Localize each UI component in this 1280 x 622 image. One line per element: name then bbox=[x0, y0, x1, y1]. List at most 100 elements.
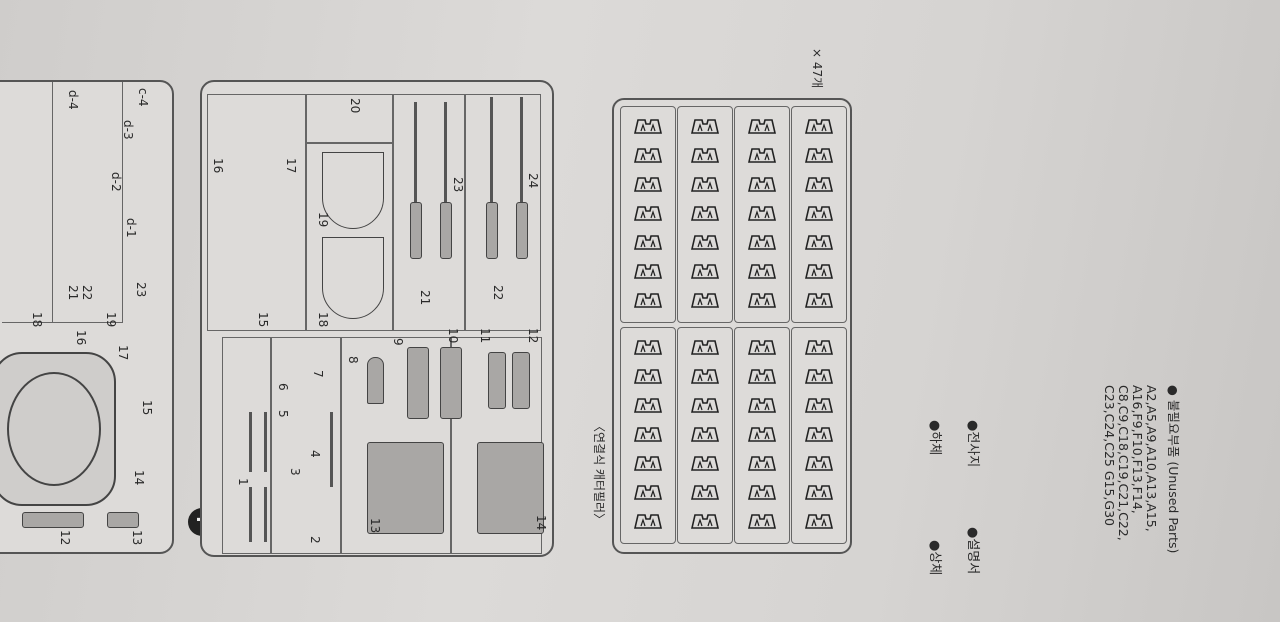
part-number: 24 bbox=[526, 173, 540, 189]
part-number: 9 bbox=[391, 338, 405, 346]
gun-body bbox=[410, 202, 422, 259]
unused-parts-line: A16,F9,F10,F13,F14, bbox=[1130, 385, 1145, 514]
track-strip-part bbox=[22, 512, 84, 528]
unused-parts-line: A2,A5,A9,A10,A13,A15, bbox=[1144, 385, 1159, 532]
track-link bbox=[804, 512, 834, 530]
track-link bbox=[804, 483, 834, 501]
track-link bbox=[804, 262, 834, 280]
part-number: 3 bbox=[288, 468, 302, 476]
track-link bbox=[690, 483, 720, 501]
part-8 bbox=[367, 357, 384, 404]
track-link bbox=[690, 233, 720, 251]
track-link bbox=[633, 262, 663, 280]
track-link bbox=[747, 512, 777, 530]
part-number: 20 bbox=[348, 98, 362, 114]
part-number: 8 bbox=[346, 356, 360, 364]
part-number: 1 bbox=[236, 478, 250, 486]
track-column bbox=[791, 327, 847, 544]
part-label: 12 bbox=[58, 530, 72, 546]
track-link bbox=[633, 396, 663, 414]
part-number: 17 bbox=[284, 158, 298, 174]
unused-parts-title: ● 불필요부품 (Unused Parts) bbox=[1166, 385, 1181, 554]
track-link bbox=[633, 483, 663, 501]
part-label: 15 bbox=[140, 400, 154, 416]
rod-part bbox=[249, 412, 252, 472]
track-link bbox=[804, 146, 834, 164]
part-11 bbox=[488, 352, 506, 409]
track-link bbox=[804, 233, 834, 251]
track-link bbox=[747, 338, 777, 356]
part-number: 15 bbox=[256, 312, 270, 328]
checklist-item-upper-hull: ●상체 bbox=[927, 540, 942, 576]
track-link bbox=[747, 367, 777, 385]
track-link bbox=[804, 117, 834, 135]
part-label: 18 bbox=[30, 312, 44, 328]
track-link bbox=[690, 367, 720, 385]
track-link bbox=[747, 454, 777, 472]
sprue-cell bbox=[2, 82, 53, 322]
track-link bbox=[690, 262, 720, 280]
part-label: d-4 bbox=[66, 90, 80, 110]
part-number: 6 bbox=[276, 383, 290, 391]
track-link bbox=[804, 204, 834, 222]
part-number: 22 bbox=[491, 285, 505, 301]
sprue-cell bbox=[464, 94, 541, 331]
part-number: 18 bbox=[316, 312, 330, 328]
part-number: 2 bbox=[308, 536, 322, 544]
track-link bbox=[804, 454, 834, 472]
part-number: 12 bbox=[526, 328, 540, 344]
track-link bbox=[747, 117, 777, 135]
track-link bbox=[633, 204, 663, 222]
track-sprue bbox=[612, 98, 852, 554]
rod-part bbox=[264, 412, 267, 472]
unused-parts-line: C8,C9,C18,C19,C21,C22, bbox=[1116, 385, 1131, 541]
gun-body bbox=[440, 202, 452, 259]
gun-barrel-24a bbox=[490, 97, 493, 247]
part-number: 13 bbox=[368, 518, 382, 534]
part-9 bbox=[407, 347, 429, 419]
gun-barrel-23a bbox=[414, 102, 417, 252]
rod-part-4 bbox=[330, 412, 333, 487]
track-link bbox=[690, 338, 720, 356]
rod-part bbox=[249, 487, 252, 542]
track-column bbox=[734, 106, 790, 323]
track-link bbox=[633, 367, 663, 385]
part-label: 19 bbox=[104, 312, 118, 328]
sprue-cell bbox=[305, 142, 394, 331]
track-link bbox=[747, 175, 777, 193]
track-link bbox=[804, 367, 834, 385]
track-link bbox=[804, 175, 834, 193]
track-link bbox=[690, 291, 720, 309]
unused-parts-line: C23,C24,C25 G15,G30 bbox=[1102, 385, 1117, 526]
track-link bbox=[747, 204, 777, 222]
sprue-cell bbox=[270, 337, 342, 554]
track-link bbox=[633, 454, 663, 472]
track-link bbox=[633, 175, 663, 193]
sprue-cell bbox=[222, 337, 272, 554]
track-link bbox=[804, 425, 834, 443]
rod-part bbox=[264, 487, 267, 542]
gun-body bbox=[516, 202, 528, 259]
track-link bbox=[690, 175, 720, 193]
part-number: 16 bbox=[211, 158, 225, 174]
part-number: 4 bbox=[308, 450, 322, 458]
track-link bbox=[633, 233, 663, 251]
track-link bbox=[747, 146, 777, 164]
sprue-cell bbox=[340, 337, 452, 554]
gun-body bbox=[486, 202, 498, 259]
part-label: c-4 bbox=[136, 88, 150, 107]
part-label: 21 bbox=[66, 285, 80, 301]
track-link bbox=[690, 146, 720, 164]
part-label: 14 bbox=[132, 470, 146, 486]
part-number: 21 bbox=[418, 290, 432, 306]
checklist-item-lower-hull: ●하체 bbox=[927, 420, 942, 456]
track-link bbox=[804, 338, 834, 356]
part-number: 14 bbox=[534, 515, 548, 531]
part-number: 23 bbox=[451, 177, 465, 193]
part-label: d-3 bbox=[121, 120, 135, 140]
part-label: d-2 bbox=[109, 172, 123, 192]
part-number: 11 bbox=[478, 328, 492, 344]
part-12 bbox=[512, 352, 530, 409]
track-link bbox=[804, 396, 834, 414]
track-link bbox=[747, 483, 777, 501]
